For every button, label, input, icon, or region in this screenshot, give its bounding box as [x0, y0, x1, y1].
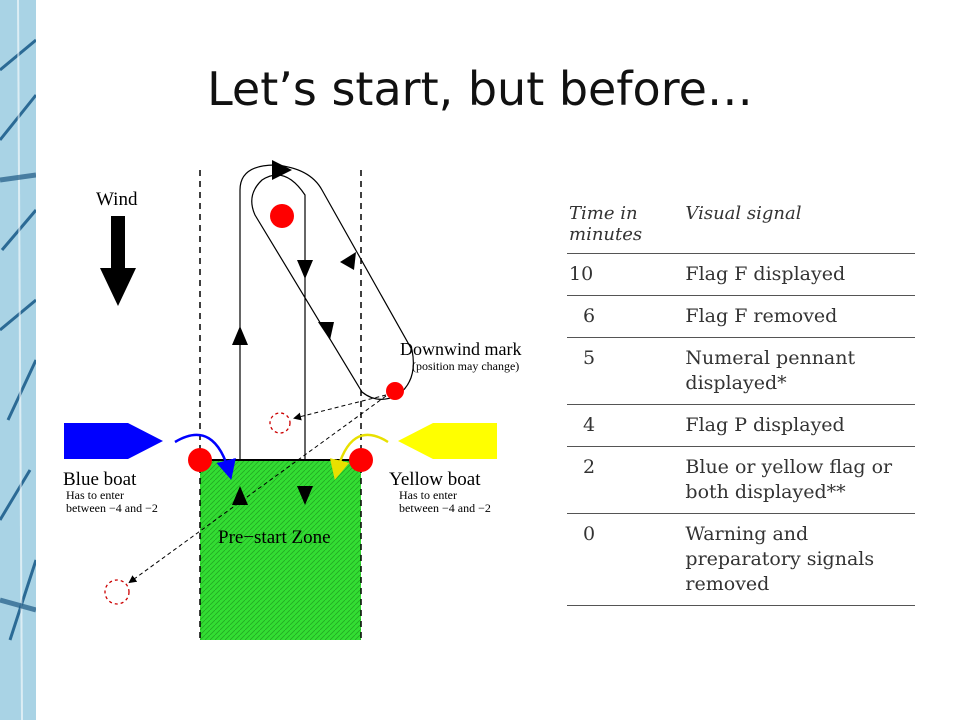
time-cell: 2 [567, 446, 686, 514]
course-path [239, 164, 414, 460]
course-arrow-icon [297, 486, 313, 505]
time-cell: 10 [567, 253, 686, 296]
signal-cell: Flag F displayed [685, 253, 915, 296]
time-cell: 6 [567, 295, 686, 338]
yellow-boat-note-line2: between −4 and −2 [399, 501, 491, 515]
downwind-mark [386, 382, 404, 400]
time-cell: 4 [567, 404, 686, 447]
pin-end-mark [188, 448, 212, 472]
race-course-diagram: Wind Downwind mark (position may change)… [63, 160, 521, 640]
yellow-boat-label: Yellow boat [389, 469, 481, 490]
course-arrow-icon [272, 160, 292, 180]
decorative-side-band [0, 0, 36, 720]
table-header-row: Time in minutes Visual signal [567, 197, 915, 254]
blue-boat-label: Blue boat [63, 469, 137, 490]
time-cell: 5 [567, 337, 686, 405]
course-arrow-icon [297, 260, 313, 279]
committee-end-mark [349, 448, 373, 472]
downwind-mark-label: Downwind mark [400, 339, 521, 359]
wind-label: Wind [96, 189, 138, 210]
course-arrow-icon [232, 486, 248, 505]
alternate-mark-position [269, 412, 291, 434]
table-row: 4 Flag P displayed [567, 404, 915, 447]
signal-cell: Flag F removed [685, 295, 915, 338]
blue-boat-icon [64, 423, 163, 459]
pre-start-zone-label: Pre−start Zone [218, 527, 331, 548]
signal-cell: Warning and preparatory signals removed [685, 513, 915, 606]
course-arrow-icon [318, 322, 334, 340]
blue-boat-note-line1: Has to enter [66, 488, 124, 502]
course-arrow-icon [232, 326, 248, 345]
yellow-boat-note-line1: Has to enter [399, 488, 457, 502]
signal-timing-table: Time in minutes Visual signal 10 Flag F … [567, 197, 915, 606]
table-row: 6 Flag F removed [567, 295, 915, 338]
downwind-mark-note: (position may change) [412, 359, 519, 373]
slide-title: Let’s start, but before… [207, 62, 753, 116]
blue-boat-note-line2: between −4 and −2 [66, 501, 158, 515]
alternate-mark-position [104, 579, 130, 605]
signal-cell: Numeral pennant displayed* [685, 337, 915, 405]
signal-cell: Flag P displayed [685, 404, 915, 447]
yellow-boat-icon [398, 423, 497, 459]
wind-arrow-icon [100, 216, 136, 306]
time-cell: 0 [567, 513, 686, 606]
table-row: 2 Blue or yellow flag or both displayed*… [567, 446, 915, 514]
table-row: 10 Flag F displayed [567, 253, 915, 296]
upwind-mark [270, 204, 294, 228]
signal-cell: Blue or yellow flag or both displayed** [685, 446, 915, 514]
signal-column-header: Visual signal [685, 197, 915, 254]
table-row: 5 Numeral pennant displayed* [567, 337, 915, 405]
table-row: 0 Warning and preparatory signals remove… [567, 513, 915, 606]
course-arrow-icon [340, 252, 356, 270]
time-column-header: Time in minutes [567, 197, 686, 254]
pre-start-zone [200, 460, 361, 640]
